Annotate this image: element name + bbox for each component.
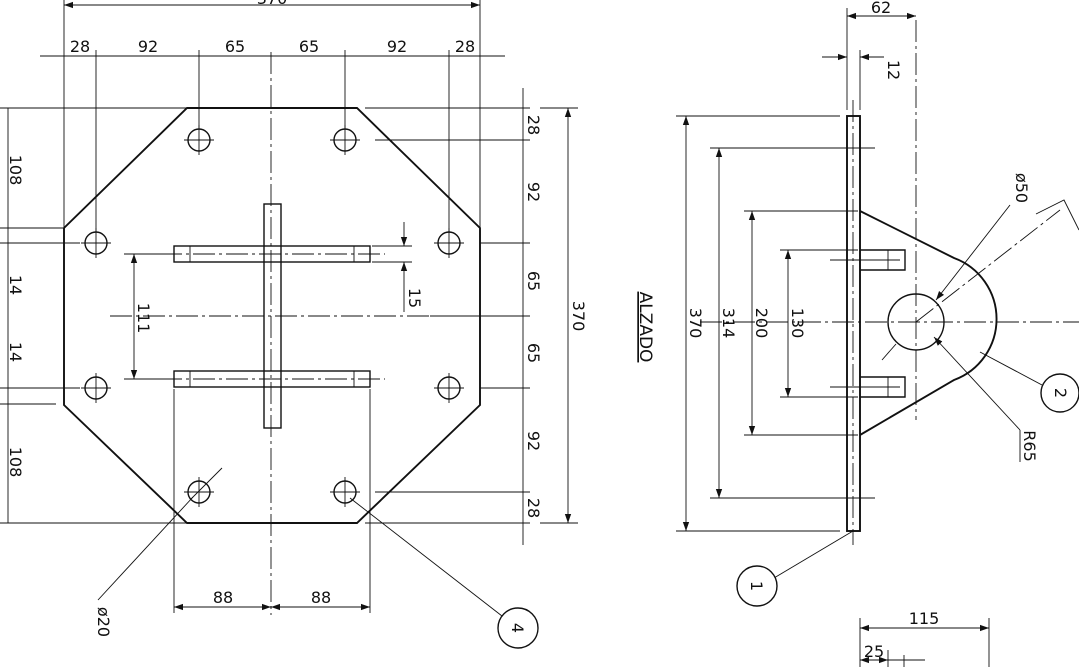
svg-text:62: 62 [871,0,891,17]
svg-text:15: 15 [405,288,424,308]
plan-right-dimensions: 28 92 65 65 92 28 370 [365,88,588,545]
view-label: ALZADO [635,292,655,363]
plan-left-dimensions: 108 14 14 108 [0,107,187,524]
svg-text:88: 88 [213,588,233,607]
hole-diameter-callout: ø20 [94,467,223,637]
dim-top-total: 370 [257,0,288,8]
svg-text:28: 28 [455,37,475,56]
plan-holes [81,125,464,507]
svg-text:92: 92 [524,431,543,451]
radius-callout: R65 [933,336,1039,462]
svg-text:4: 4 [508,623,527,633]
balloon-1: 1 [736,530,854,607]
svg-text:ø20: ø20 [94,607,113,637]
svg-text:28: 28 [524,115,543,135]
svg-text:12: 12 [884,60,903,80]
central-rib [263,203,282,429]
balloon-2: 2 [979,351,1079,413]
elevation-view: 62 12 370 314 200 130 ø50 [676,0,1079,667]
svg-text:65: 65 [524,271,543,291]
svg-text:14: 14 [6,342,25,362]
elevation-bottom-dimensions: 115 25 [859,609,990,667]
svg-text:92: 92 [387,37,407,56]
svg-text:2: 2 [1051,388,1070,398]
plan-top-dimensions: 370 28 92 65 65 92 28 [40,0,505,232]
plan-view: 370 28 92 65 65 92 28 108 14 14 108 111 [0,0,588,649]
elevation-top-dimensions: 62 12 [822,0,916,110]
octagon-plate [63,107,481,524]
svg-text:130: 130 [788,308,807,339]
svg-text:ø50: ø50 [1012,173,1031,203]
svg-text:200: 200 [752,308,771,339]
svg-text:R65: R65 [1020,430,1039,461]
svg-text:65: 65 [225,37,245,56]
balloon-4: 4 [349,497,539,649]
svg-text:14: 14 [6,275,25,295]
svg-text:92: 92 [138,37,158,56]
slot-width-dimension: 15 [372,222,424,312]
svg-text:28: 28 [70,37,90,56]
svg-text:314: 314 [719,308,738,339]
svg-text:370: 370 [686,308,705,339]
svg-text:28: 28 [524,498,543,518]
svg-text:65: 65 [299,37,319,56]
plan-bottom-dimensions: 88 88 [173,389,371,613]
svg-text:115: 115 [909,609,940,628]
svg-text:108: 108 [6,447,25,478]
elevation-plate [846,115,861,532]
elevation-vertical-dimensions: 370 314 200 130 [676,115,858,532]
svg-text:25: 25 [864,642,884,661]
svg-text:88: 88 [311,588,331,607]
svg-text:65: 65 [524,343,543,363]
svg-text:108: 108 [6,155,25,186]
elevation-bracket [859,210,998,436]
bore-diameter-callout: ø50 [881,173,1079,361]
svg-text:92: 92 [524,182,543,202]
svg-text:111: 111 [134,303,153,334]
slot-gap-dimension: 111 [124,253,172,380]
svg-text:1: 1 [747,581,766,591]
svg-text:370: 370 [569,301,588,332]
